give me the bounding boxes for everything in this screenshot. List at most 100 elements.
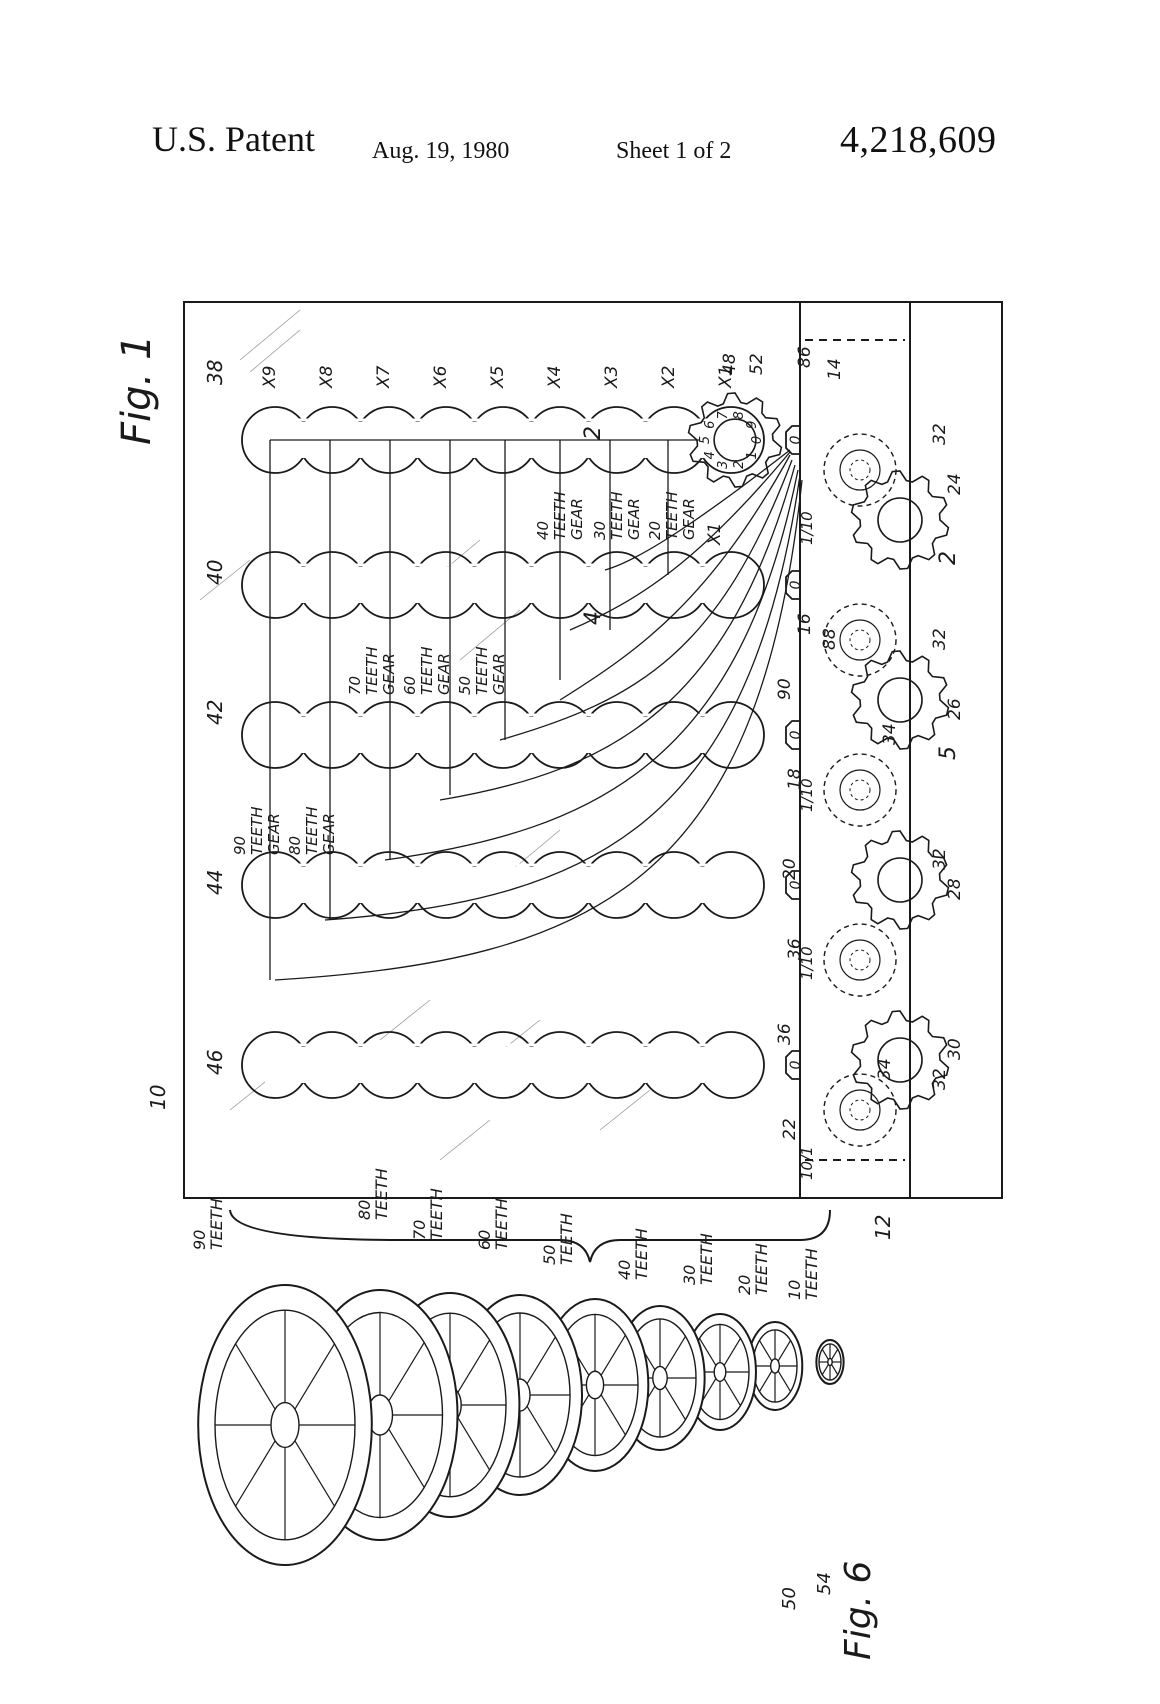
ref-54: 54 (814, 1572, 835, 1595)
stack-label-number: 10 (785, 1280, 804, 1300)
ref-52: 52 (747, 353, 767, 375)
stack-label-number: 50 (540, 1245, 559, 1265)
column-40 (241, 551, 765, 619)
sheet-number: Sheet 1 of 2 (616, 138, 732, 164)
stack-gear (197, 1284, 373, 1566)
stack-label-word: TEETH (752, 1243, 771, 1295)
gear-label-word: GEAR (265, 813, 283, 855)
gear-label-word: GEAR (568, 498, 586, 540)
pointer-slot: 0 (785, 720, 804, 750)
ref-32b: 32 (930, 628, 950, 650)
gear-label-word: TEETH (551, 491, 569, 540)
pointer-slot: 0 (785, 1050, 804, 1080)
ref-10: 10 (146, 1085, 170, 1110)
stack-label-word: TEETH (802, 1248, 821, 1300)
ref-20: 20 (780, 858, 800, 880)
x-label-x2: X2 (659, 366, 679, 389)
gear-label-word: 70 (346, 676, 364, 695)
patent-date: Aug. 19, 1980 (372, 138, 510, 164)
arrow-num-3: 2 (936, 551, 961, 565)
stack-label-number: 90 (190, 1230, 209, 1250)
ref-36b: 36 (775, 1023, 795, 1045)
x-label-x1: X1 (716, 366, 736, 389)
gear-label-word: GEAR (380, 653, 398, 695)
ref-44: 44 (203, 870, 227, 895)
dial-digit: 6 (703, 421, 718, 429)
ratio-fractions: 1/10 1/10 1/10 10/1 (798, 511, 816, 1180)
mechanism-reference-numerals: 86 14 52 48 16 88 90 18 20 36 36 22 24 2… (720, 346, 965, 1140)
x1-label-col40: X1 (705, 523, 725, 546)
slot-zero: 0 (788, 435, 804, 444)
fig6-label: Fig. 6 (838, 1561, 879, 1660)
gear-label-word: 80 (286, 836, 304, 855)
fig6-gear-stack (197, 1284, 845, 1566)
gear-label-word: TEETH (418, 646, 436, 695)
x-label-x3: X3 (602, 366, 622, 389)
ref-14: 14 (825, 358, 845, 380)
gear-28 (850, 830, 950, 930)
stack-label-word: TEETH (632, 1228, 651, 1280)
ref-28: 28 (945, 878, 965, 900)
dial-digit: 7 (716, 410, 731, 419)
dial-digit: 4 (703, 451, 718, 459)
dial-digit: 5 (698, 436, 713, 444)
stack-label-word: TEETH (697, 1233, 716, 1285)
direction-arrow-numbers: 2 4 2 5 (581, 426, 961, 760)
idler-gear (823, 753, 897, 827)
ref-32d: 32 (930, 1068, 950, 1090)
gear-label-word: 50 (456, 676, 474, 695)
fraction-4: 10/1 (798, 1146, 816, 1180)
dial-digit: 0 (750, 436, 765, 444)
pointer-slot: 0 (785, 870, 804, 900)
slot-zero: 0 (788, 730, 804, 739)
ref-40: 40 (203, 560, 227, 585)
gear-label-word: GEAR (490, 653, 508, 695)
stack-label-number: 20 (735, 1275, 754, 1295)
idler-gear (823, 603, 897, 677)
ref-22: 22 (780, 1118, 800, 1140)
ref-26: 26 (945, 698, 965, 720)
fig6-brace (229, 1209, 831, 1263)
ref-88: 88 (820, 628, 840, 650)
gear-label-word: GEAR (320, 813, 338, 855)
pointer-slot: 0 (785, 570, 804, 600)
fraction-2: 1/10 (798, 778, 816, 812)
gear-26 (850, 650, 950, 750)
stack-label-number: 80 (355, 1200, 374, 1220)
stack-label-word: TEETH (557, 1213, 576, 1265)
gear-label-word: TEETH (363, 646, 381, 695)
stack-label-word: TEETH (372, 1168, 391, 1220)
stack-gear (815, 1339, 845, 1385)
arrow-num-2: 4 (581, 611, 606, 625)
gear-label-word: TEETH (663, 491, 681, 540)
x-label-x7: X7 (374, 365, 394, 389)
fig6-reference-numerals: 50 54 (779, 1572, 835, 1610)
ref-12: 12 (871, 1215, 895, 1240)
ref-24: 24 (945, 473, 965, 495)
idler-gear (823, 923, 897, 997)
ref-16: 16 (795, 613, 815, 635)
dial-digit: 8 (732, 411, 747, 419)
gear-label-word: 90 (231, 836, 249, 855)
gear-24 (850, 470, 950, 570)
x-label-x9: X9 (260, 366, 280, 389)
pointer-slot: 0 (785, 425, 804, 455)
dial-digit: 1 (745, 451, 760, 459)
ref-32c: 32 (930, 848, 950, 870)
x-label-x5: X5 (488, 366, 508, 389)
gear-label-word: GEAR (435, 653, 453, 695)
